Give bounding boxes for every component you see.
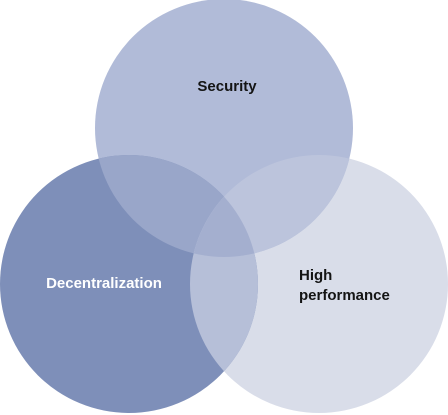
overlap-security-high-performance [190, 155, 353, 257]
label-decentralization: Decentralization [46, 275, 162, 292]
label-security-line: Security [197, 78, 257, 95]
label-high-performance-line-1: High [299, 267, 332, 284]
label-decentralization-line: Decentralization [46, 275, 162, 292]
overlap-security-decentralization [95, 155, 258, 257]
label-security: Security [197, 78, 257, 95]
label-high-performance-line-2: performance [299, 287, 390, 304]
label-high-performance: High performance [299, 267, 390, 304]
